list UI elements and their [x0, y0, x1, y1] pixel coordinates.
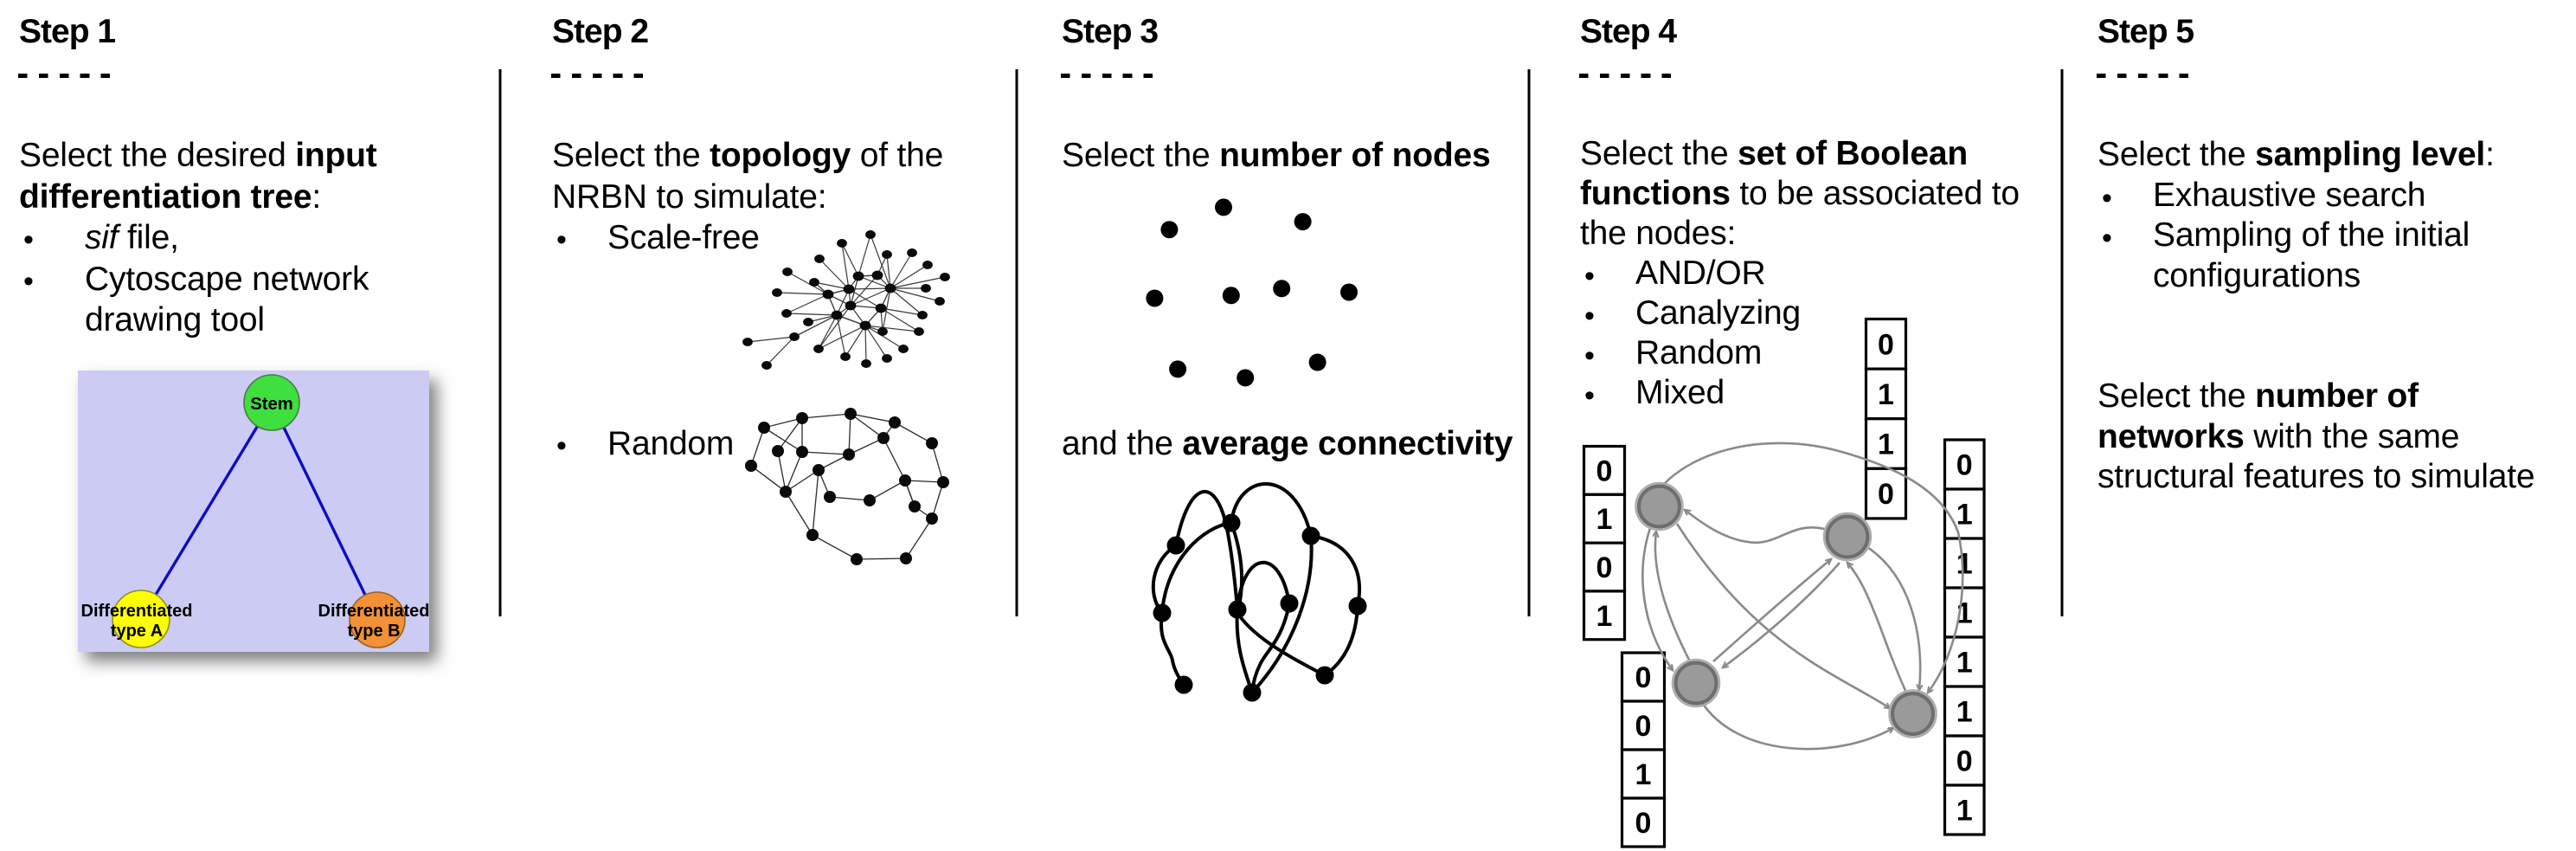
svg-text:Differentiated: Differentiated	[318, 602, 430, 621]
svg-text:1: 1	[1956, 548, 1973, 581]
svg-text:0: 0	[1878, 328, 1894, 361]
svg-text:1: 1	[1878, 429, 1894, 461]
svg-text:0: 0	[1596, 455, 1613, 487]
svg-text:0: 0	[1635, 710, 1652, 743]
svg-text:0: 0	[1878, 478, 1894, 511]
svg-text:0: 0	[1956, 449, 1973, 482]
svg-text:Differentiated: Differentiated	[81, 602, 193, 621]
svg-text:1: 1	[1956, 795, 1973, 828]
svg-text:1: 1	[1596, 503, 1613, 536]
svg-text:type A: type A	[111, 622, 163, 641]
svg-text:0: 0	[1635, 807, 1652, 840]
svg-text:1: 1	[1956, 499, 1973, 532]
svg-text:1: 1	[1635, 758, 1652, 791]
svg-text:0: 0	[1635, 661, 1652, 694]
svg-text:type B: type B	[347, 622, 400, 641]
svg-text:1: 1	[1596, 600, 1613, 633]
svg-text:1: 1	[1956, 647, 1973, 680]
svg-text:0: 0	[1596, 551, 1613, 584]
svg-text:Stem: Stem	[250, 395, 293, 414]
svg-text:1: 1	[1956, 696, 1973, 729]
svg-text:0: 0	[1956, 745, 1973, 778]
svg-text:1: 1	[1878, 378, 1894, 411]
